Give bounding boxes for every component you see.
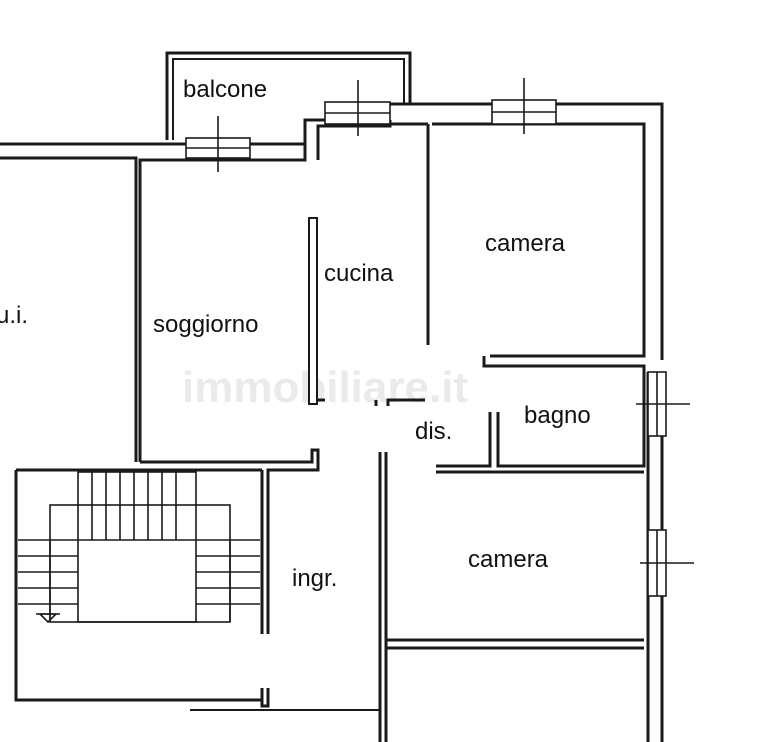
- watermark-text: immobiliare.it: [182, 363, 468, 412]
- room-label-cucina: cucina: [324, 260, 394, 287]
- room-label-camera-top: camera: [485, 230, 566, 257]
- window-bedroom-top: [491, 78, 557, 134]
- room-label-balcone: balcone: [183, 76, 267, 103]
- room-label-camera-bottom: camera: [468, 546, 549, 573]
- window-living: [185, 116, 251, 172]
- room-label-soggiorno: soggiorno: [153, 311, 258, 338]
- stairwell-walls: [14, 448, 380, 711]
- staircase: [18, 471, 260, 624]
- window-bedroom-bottom: [640, 529, 694, 597]
- balcony-walls: [165, 51, 412, 140]
- room-label-ui: u.i.: [0, 302, 28, 329]
- room-label-ingr: ingr.: [292, 565, 337, 592]
- window-kitchen: [324, 80, 391, 136]
- room-label-bagno: bagno: [524, 402, 591, 429]
- kitchen-partition: [308, 217, 325, 405]
- exterior-wall-top: [0, 102, 664, 462]
- window-bathroom: [636, 371, 690, 437]
- room-label-dis: dis.: [415, 418, 452, 445]
